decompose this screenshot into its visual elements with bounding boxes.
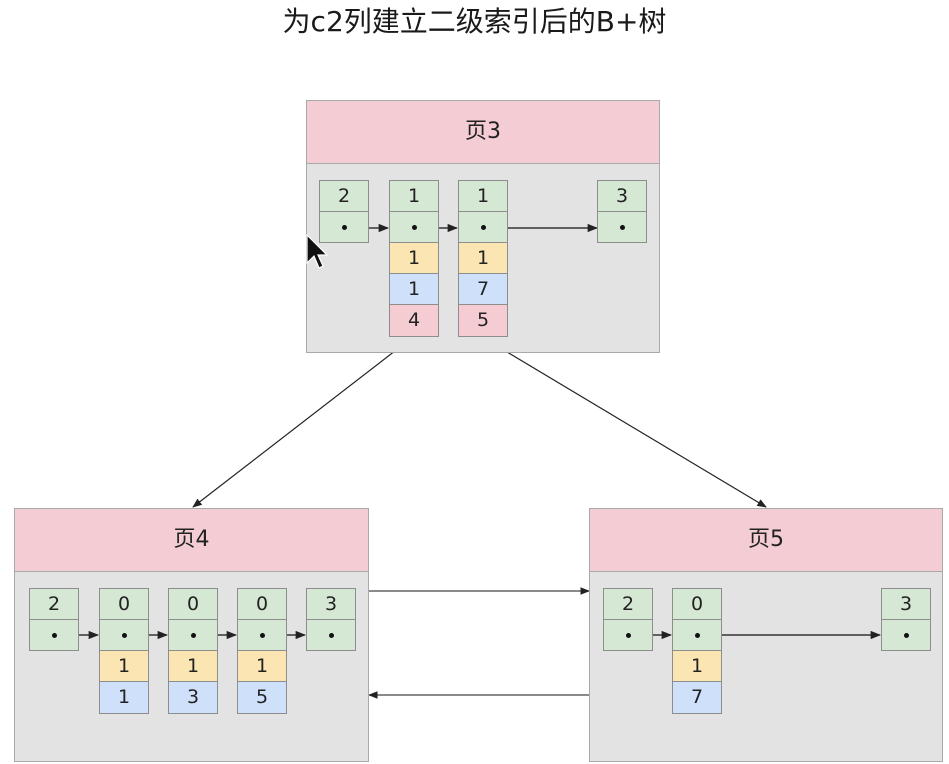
page-5-box: 页5 2 0 1 7 3 bbox=[589, 508, 943, 762]
record-key: 1 bbox=[458, 180, 508, 212]
pointer-dot bbox=[625, 632, 631, 638]
record-pointer bbox=[458, 211, 508, 243]
record-key: 2 bbox=[319, 180, 369, 212]
record-pointer bbox=[389, 211, 439, 243]
pointer-dot bbox=[694, 632, 700, 638]
record-c1-value: 5 bbox=[237, 681, 287, 714]
record-pointer bbox=[672, 619, 722, 651]
record-key: 3 bbox=[306, 588, 356, 620]
record-c2-value: 1 bbox=[672, 650, 722, 682]
record-pointer bbox=[306, 619, 356, 651]
record-key: 0 bbox=[168, 588, 218, 620]
record-key: 0 bbox=[672, 588, 722, 620]
pointer-dot bbox=[903, 632, 909, 638]
record-pointer bbox=[319, 211, 369, 243]
pointer-dot bbox=[190, 632, 196, 638]
record-pointer bbox=[603, 619, 653, 651]
record-c2-value: 1 bbox=[389, 242, 439, 274]
pointer-dot bbox=[259, 632, 265, 638]
pointer-dot bbox=[411, 224, 417, 230]
record-pointer bbox=[29, 619, 79, 651]
record-pointer bbox=[168, 619, 218, 651]
page-4-header: 页4 bbox=[15, 509, 368, 572]
record-c2-value: 1 bbox=[458, 242, 508, 274]
page-3-header: 页3 bbox=[307, 101, 659, 164]
record-key: 1 bbox=[389, 180, 439, 212]
record-c1-value: 7 bbox=[672, 681, 722, 714]
record-key: 3 bbox=[597, 180, 647, 212]
link-page3-to-page4 bbox=[192, 336, 414, 508]
pointer-dot bbox=[51, 632, 57, 638]
record-page-number: 4 bbox=[389, 304, 439, 337]
record-key: 2 bbox=[603, 588, 653, 620]
pointer-dot bbox=[619, 224, 625, 230]
page-5-header: 页5 bbox=[590, 509, 942, 572]
record-key: 3 bbox=[881, 588, 931, 620]
record-key: 2 bbox=[29, 588, 79, 620]
page-4-box: 页4 2 0 1 1 0 1 3 0 1 5 3 bbox=[14, 508, 369, 762]
record-c1-value: 3 bbox=[168, 681, 218, 714]
record-key: 0 bbox=[99, 588, 149, 620]
diagram-title: 为c2列建立二级索引后的B+树 bbox=[282, 5, 667, 38]
pointer-dot bbox=[341, 224, 347, 230]
pointer-dot bbox=[480, 224, 486, 230]
pointer-dot bbox=[328, 632, 334, 638]
mouse-cursor-icon bbox=[306, 234, 328, 269]
record-c2-value: 1 bbox=[99, 650, 149, 682]
record-pointer bbox=[237, 619, 287, 651]
record-c1-value: 1 bbox=[389, 273, 439, 305]
record-c1-value: 7 bbox=[458, 273, 508, 305]
record-page-number: 5 bbox=[458, 304, 508, 337]
record-pointer bbox=[597, 211, 647, 243]
link-page3-to-page5 bbox=[481, 336, 767, 508]
record-c2-value: 1 bbox=[168, 650, 218, 682]
record-c1-value: 1 bbox=[99, 681, 149, 714]
record-c2-value: 1 bbox=[237, 650, 287, 682]
pointer-dot bbox=[121, 632, 127, 638]
record-key: 0 bbox=[237, 588, 287, 620]
record-pointer bbox=[881, 619, 931, 651]
record-pointer bbox=[99, 619, 149, 651]
page-3-box: 页3 2 1 1 1 4 1 1 7 5 3 bbox=[306, 100, 660, 353]
